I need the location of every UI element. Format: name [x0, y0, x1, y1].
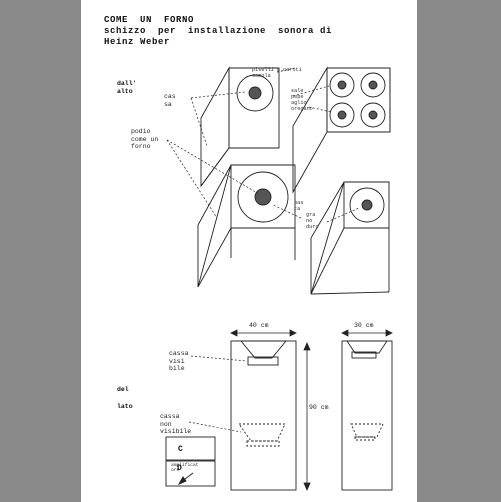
box-podio-top [197, 164, 296, 288]
label-del: del [117, 386, 129, 393]
speaker-pasta-outline [349, 187, 385, 223]
label-dall-alto: dall' alto [117, 80, 137, 95]
sketch-sheet: COME UN FORNO schizzo per installazione … [81, 0, 417, 502]
dim-width-left: 40 cm [249, 322, 269, 329]
amp-box-c: C [178, 445, 183, 454]
box-pasta-top [310, 181, 390, 295]
label-pasta: pas ta [294, 200, 304, 212]
label-sale-pepe: sale pepe aglio oregano [291, 88, 313, 112]
sketch-drawing [165, 66, 393, 492]
column-left-side [230, 340, 297, 491]
amplifier-stack [165, 436, 216, 487]
label-cassa-non-visibile: cassa non visibile [160, 413, 192, 436]
label-cassa-visibile: cassa visi bile [169, 350, 189, 373]
label-grano: gra no duro [306, 212, 319, 230]
speaker-pepe [360, 72, 386, 98]
title-line-1: COME UN FORNO [104, 15, 195, 25]
label-cassa: cas sa [164, 93, 176, 108]
title-line-2: schizzo per installazione sonora di [104, 26, 333, 36]
label-piselli: piselli e caroti semola [252, 67, 302, 79]
amp-box-d: D [177, 464, 182, 473]
speaker-cassa-outline [236, 74, 274, 112]
speaker-sale [329, 72, 355, 98]
dim-width-right: 30 cm [354, 322, 374, 329]
speaker-pasta-center [361, 199, 373, 211]
speaker-podio-outline [237, 171, 289, 223]
speaker-oregano [360, 102, 386, 128]
label-podio: podio come un forno [131, 128, 159, 151]
column-right-side [341, 340, 393, 491]
title-line-3: Heinz Weber [104, 37, 171, 47]
label-lato: lato [117, 403, 133, 410]
box-spices-top [292, 66, 391, 194]
leader-lines-top [166, 85, 360, 223]
leader-lines-side [188, 355, 248, 433]
speaker-cassa-center [248, 86, 262, 100]
dim-height: 90 cm [309, 404, 329, 411]
dimension-lines [230, 329, 393, 492]
speaker-podio-center [254, 188, 272, 206]
box-cassa-top [200, 66, 296, 188]
speaker-aglio [329, 102, 355, 128]
label-amplificatore: amplificat ore [171, 463, 199, 473]
